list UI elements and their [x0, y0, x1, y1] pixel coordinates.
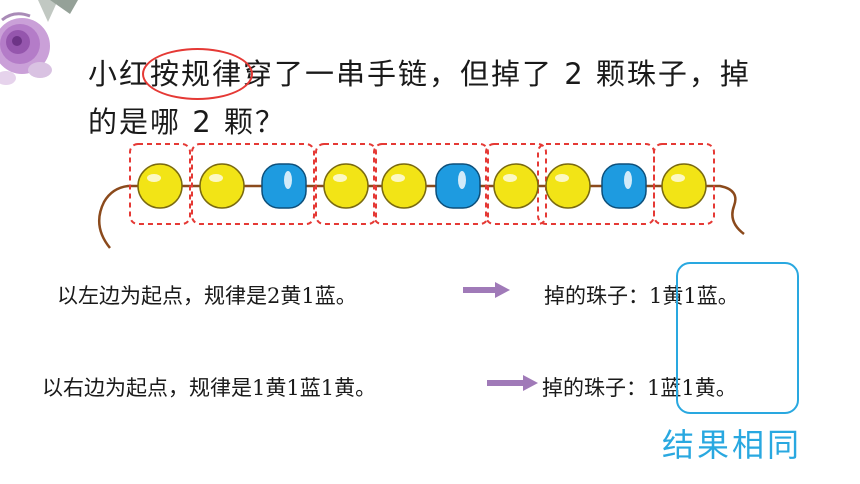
pattern-group-box	[653, 143, 715, 225]
conclusion-text: 结果相同	[662, 426, 803, 464]
question-line-2: 的是哪 2 颗？	[88, 105, 286, 139]
yellow-bead	[381, 163, 427, 209]
dropped-beads-left: 掉的珠子：1黄1蓝。	[544, 280, 739, 310]
statement-right: 以右边为起点，规律是1黄1蓝1黄。	[42, 376, 377, 400]
bead-highlight	[284, 171, 292, 189]
bead-highlight	[391, 174, 405, 182]
bead-highlight	[147, 174, 161, 182]
blue-bead	[601, 163, 647, 209]
bead-highlight	[555, 174, 569, 182]
yellow-bead	[199, 163, 245, 209]
blue-bead	[435, 163, 481, 209]
question-part: 小红	[88, 57, 151, 91]
result-label: 掉的珠子：	[544, 284, 649, 308]
bead-highlight	[333, 174, 347, 182]
result-label: 掉的珠子：	[542, 376, 647, 400]
question-text: 小红按规律穿了一串手链，但掉了 2 颗珠子，掉 的是哪 2 颗？	[88, 48, 828, 146]
highlight-circle	[142, 48, 254, 100]
pattern-group-box	[373, 143, 489, 225]
bracelet-illustration	[97, 143, 745, 249]
flower-decoration	[0, 0, 78, 85]
statement-left: 以左边为起点，规律是2黄1蓝。	[57, 284, 357, 308]
bead-highlight	[458, 171, 466, 189]
bead-highlight	[624, 171, 632, 189]
bead-highlight	[503, 174, 517, 182]
arrow-icon	[463, 282, 510, 298]
pattern-group-box	[315, 143, 377, 225]
question-part: 穿了一串手链，但掉了 2 颗珠子，掉	[243, 57, 751, 91]
yellow-bead	[493, 163, 539, 209]
result-value: 1蓝1黄。	[647, 376, 737, 400]
pattern-group-box	[485, 143, 547, 225]
pattern-group-box	[129, 143, 191, 225]
pattern-group-box	[191, 143, 315, 225]
yellow-bead	[137, 163, 183, 209]
yellow-bead	[545, 163, 591, 209]
yellow-bead	[323, 163, 369, 209]
bead-highlight	[209, 174, 223, 182]
result-value: 1黄1蓝。	[649, 284, 739, 308]
highlight-rule: 按规律	[142, 48, 254, 100]
bead-highlight	[671, 174, 685, 182]
arrow-icon	[487, 375, 538, 391]
results-box	[676, 262, 799, 414]
yellow-bead	[661, 163, 707, 209]
dropped-beads-right: 掉的珠子：1蓝1黄。	[542, 372, 737, 402]
blue-bead	[261, 163, 307, 209]
